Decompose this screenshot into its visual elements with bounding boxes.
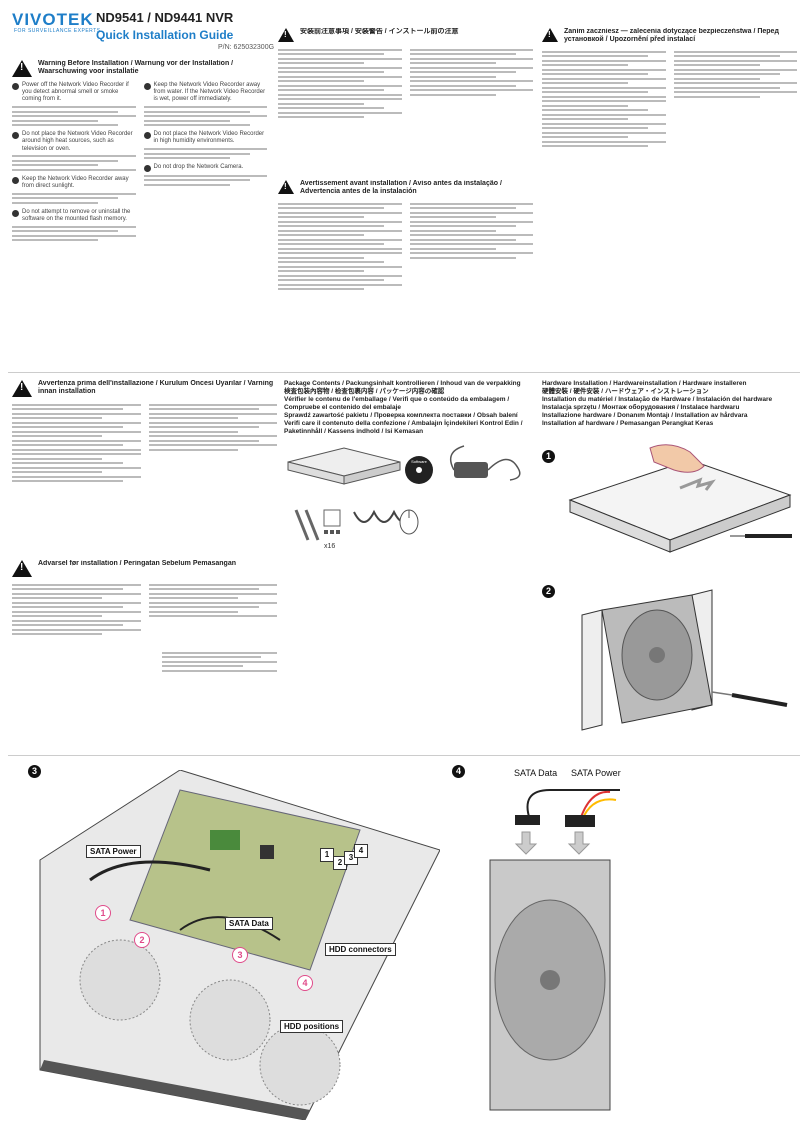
- connector-number: 4: [354, 844, 368, 858]
- warning-icon: [278, 180, 294, 194]
- hard-disk-diagram: [601, 594, 713, 724]
- software-disc-icon: Software: [405, 456, 433, 484]
- model-title: ND9541 / ND9441 NVR: [96, 10, 234, 25]
- bullet-icon: [143, 132, 151, 140]
- hand-icon: [649, 444, 705, 473]
- step-1-illustration: [568, 444, 792, 553]
- warning-section-it: Avvertenza prima dell'installazione / Ku…: [12, 380, 277, 550]
- warning-section-fr: Avertissement avant installation / Aviso…: [278, 180, 533, 360]
- hardware-title: Hardware Installation / Hardwareinstalla…: [542, 380, 747, 387]
- warning-icon: [12, 380, 32, 397]
- bay-number: 1: [95, 905, 111, 921]
- hdd-cable-connection-diagram: [489, 789, 620, 1111]
- step-1-marker: 1: [542, 450, 555, 463]
- arrow-icon: [514, 831, 591, 855]
- warning-icon: [12, 560, 32, 577]
- warning-header: Warning Before Installation / Warnung vo…: [12, 60, 267, 77]
- warning-section-sv: Advarsel før installation / Peringatan S…: [12, 560, 277, 730]
- warning-item: Keep the Network Video Recorder away fro…: [12, 176, 136, 190]
- warning-section-pl: Zanim zaczniesz — zalecenia dotyczące be…: [542, 28, 797, 228]
- mouse-icon: [399, 509, 419, 535]
- warning-section-jp: 安装前注意事項 / 安装警告 / インストール前の注意: [278, 28, 533, 176]
- sata-power-label: SATA Power: [86, 845, 141, 858]
- nvr-unit-illustration: [287, 447, 401, 485]
- part-number: P/N: 625032300G: [218, 44, 275, 51]
- package-title: Package Contents / Packungsinhalt kontro…: [284, 380, 521, 387]
- bullet-icon: [12, 132, 19, 140]
- warning-icon: [12, 60, 32, 77]
- package-contents-illustration: Software x16: [287, 445, 521, 550]
- warning-item: Do not attempt to remove or uninstall th…: [12, 209, 136, 223]
- power-adapter-icon: [449, 445, 521, 481]
- guide-title: Quick Installation Guide: [96, 28, 234, 42]
- step-2-illustration: [581, 589, 788, 731]
- package-contents-section: Package Contents / Packungsinhalt kontro…: [284, 380, 534, 436]
- disc-label: Software: [411, 459, 428, 464]
- screw-count: x16: [324, 543, 335, 550]
- sata-data-label: SATA Data: [514, 768, 558, 778]
- step-4-marker: 4: [452, 765, 465, 778]
- hdd-positions-label: HDD positions: [280, 1020, 344, 1033]
- bullet-icon: [143, 165, 151, 173]
- bullet-icon: [12, 83, 19, 90]
- screw-icon: [324, 530, 340, 534]
- arrow-icon: [679, 477, 716, 491]
- step-2-marker: 2: [542, 585, 555, 598]
- bay-number: 2: [134, 932, 150, 948]
- bullet-icon: [143, 83, 151, 90]
- bay-number: 3: [232, 947, 248, 963]
- warning-title: Warning Before Installation / Warnung vo…: [38, 60, 234, 75]
- hdd-bracket-icon: [294, 509, 341, 541]
- sata-power-label: SATA Power: [571, 768, 621, 778]
- step-3-marker: 3: [28, 765, 41, 778]
- connector-number: 1: [320, 848, 334, 862]
- bay-number: 4: [297, 975, 313, 991]
- warning-item: Do not place the Network Video Recorder …: [12, 131, 136, 153]
- warning-item: Do not drop the Network Camera.: [143, 164, 268, 173]
- warning-item: Keep the Network Video Recorder away fro…: [143, 82, 268, 104]
- brand-tagline: FOR SURVEILLANCE EXPERTS: [14, 28, 101, 34]
- hardware-installation-section: Hardware Installation / Hardwareinstalla…: [542, 380, 797, 428]
- sata-connectors: [515, 815, 595, 827]
- hard-disk-diagram: [489, 859, 611, 1111]
- warning-section-en: Warning Before Installation / Warnung vo…: [12, 60, 267, 350]
- sata-data-label: SATA Data: [225, 917, 273, 930]
- warning-item: Power off the Network Video Recorder if …: [12, 82, 136, 104]
- brand-logo: VIVOTEK: [12, 10, 94, 29]
- screwdriver-icon: [711, 691, 788, 707]
- bullet-icon: [12, 209, 19, 217]
- warning-icon: [278, 28, 294, 42]
- warning-item: Do not place the Network Video Recorder …: [143, 131, 268, 145]
- warning-icon: [542, 28, 558, 42]
- bullet-icon: [12, 176, 19, 184]
- fan-grill: [79, 939, 341, 1106]
- hdd-connectors-label: HDD connectors: [325, 943, 396, 956]
- nvr-cover-diagram: [568, 459, 792, 553]
